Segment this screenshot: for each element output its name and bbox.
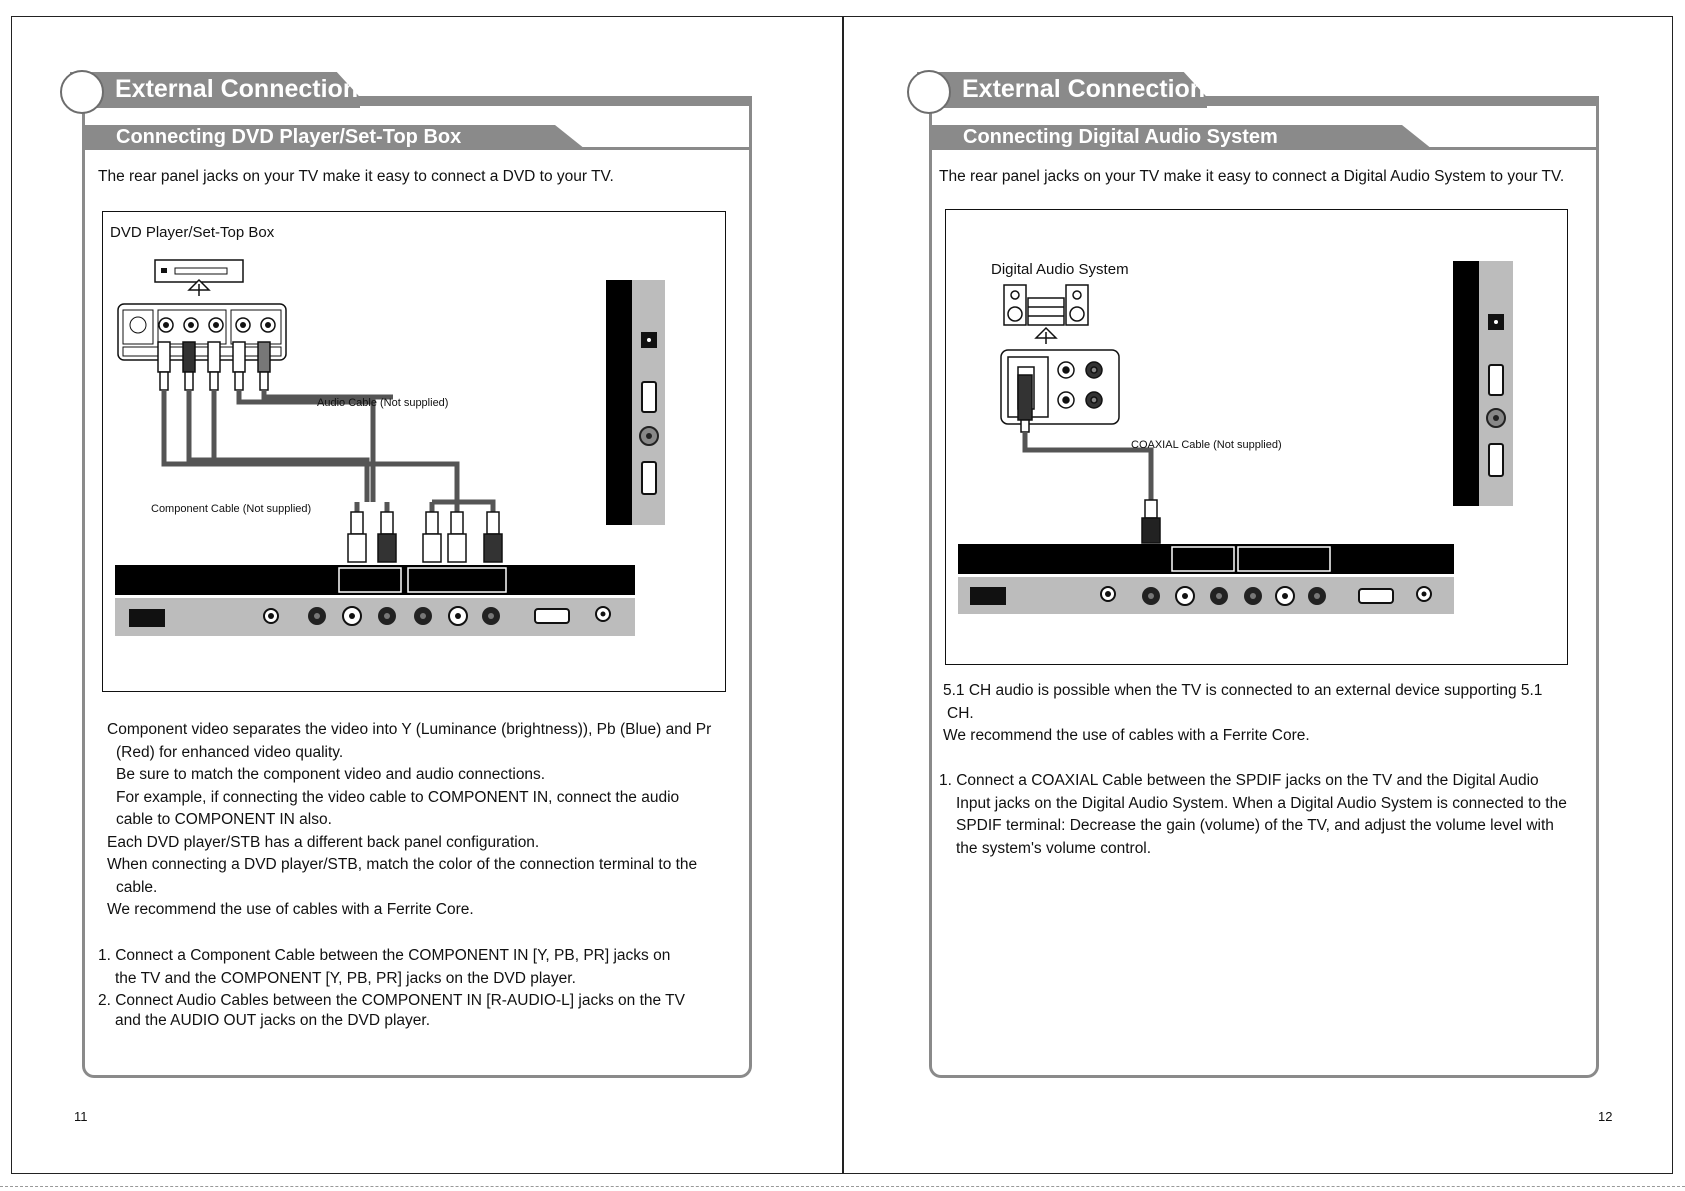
note-line: Component video separates the video into… (107, 721, 712, 738)
dvd-connection-illustration (115, 259, 665, 636)
step-line: the system's volume control. (956, 839, 1152, 857)
content-panel (929, 100, 1599, 1078)
tv-side-panel (1453, 261, 1513, 506)
step-line: 1. Connect a COAXIAL Cable between the S… (939, 772, 1539, 789)
subsection-header: Connecting Digital Audio System (932, 125, 1596, 150)
note-line: (Red) for enhanced video quality. (116, 743, 344, 761)
intro-text: The rear panel jacks on your TV make it … (98, 168, 614, 185)
tv-coaxial-plug (1141, 499, 1161, 544)
subsection-title: Connecting Digital Audio System (963, 126, 1278, 148)
dvd-player-icon (154, 259, 244, 296)
left-page: External Connection Connecting DVD Playe… (0, 0, 842, 1191)
audio-cable-label: Audio Cable (Not supplied) (317, 397, 449, 409)
content-panel (82, 100, 752, 1078)
header-circle (60, 70, 104, 114)
note-line: cable. (116, 878, 158, 896)
subsection-header: Connecting DVD Player/Set-Top Box (85, 125, 749, 150)
right-page: External Connection Connecting Digital A… (847, 0, 1685, 1191)
step-line: SPDIF terminal: Decrease the gain (volum… (956, 817, 1554, 834)
section-header: External Connection (70, 72, 752, 110)
coaxial-plug (1017, 374, 1033, 433)
device-label: DVD Player/Set-Top Box (110, 224, 275, 241)
step-line: 2. Connect Audio Cables between the COMP… (98, 992, 685, 1009)
header-circle (907, 70, 951, 114)
step-line: Input jacks on the Digital Audio System.… (956, 794, 1567, 812)
section-title: External Connection (115, 75, 359, 103)
steps-section: 1. Connect a Component Cable between the… (98, 945, 685, 1032)
step-line: and the AUDIO OUT jacks on the DVD playe… (115, 1011, 431, 1029)
coaxial-cable-label: COAXIAL Cable (Not supplied) (1131, 439, 1282, 451)
cut-line (0, 1186, 1685, 1187)
page-number: 12 (1598, 1109, 1613, 1124)
note-line: For example, if connecting the video cab… (116, 788, 680, 806)
subsection-title: Connecting DVD Player/Set-Top Box (116, 126, 462, 148)
page-number: 11 (74, 1109, 88, 1124)
notes-section: 5.1 CH audio is possible when the TV is … (943, 680, 1542, 748)
component-cable-label: Component Cable (Not supplied) (151, 503, 312, 515)
connection-diagram: Digital Audio System COAXIAL Cable (Not … (945, 209, 1568, 665)
note-line: When connecting a DVD player/STB, match … (107, 856, 698, 873)
tv-bottom-panel (958, 544, 1454, 614)
coaxial-cable (1022, 432, 1154, 500)
cables (161, 390, 496, 514)
note-line: 5.1 CH audio is possible when the TV is … (943, 682, 1543, 699)
tv-plugs (347, 511, 503, 563)
dvd-plugs (157, 341, 271, 391)
notes-section: Component video separates the video into… (107, 719, 711, 922)
tv-bottom-panel (115, 565, 635, 636)
note-line: Be sure to match the component video and… (116, 766, 546, 783)
audio-system-icon (1003, 284, 1089, 344)
audio-connection-illustration (958, 261, 1513, 614)
connection-diagram: DVD Player/Set-Top Box Audio Cable (Not … (102, 211, 726, 692)
note-line: We recommend the use of cables with a Fe… (107, 901, 474, 918)
note-line: Each DVD player/STB has a different back… (107, 833, 540, 851)
device-label: Digital Audio System (991, 261, 1129, 278)
section-title: External Connection (962, 75, 1206, 103)
step-line: 1. Connect a Component Cable between the… (98, 947, 671, 964)
steps-section: 1. Connect a COAXIAL Cable between the S… (939, 770, 1567, 860)
note-line: We recommend the use of cables with a Fe… (943, 727, 1310, 744)
page-divider (842, 16, 844, 1174)
step-line: the TV and the COMPONENT [Y, PB, PR] jac… (115, 969, 576, 987)
intro-text: The rear panel jacks on your TV make it … (939, 168, 1565, 185)
note-line: cable to COMPONENT IN also. (116, 811, 332, 828)
note-line: CH. (947, 704, 974, 722)
section-header: External Connection (917, 72, 1599, 110)
tv-side-panel (606, 280, 665, 525)
